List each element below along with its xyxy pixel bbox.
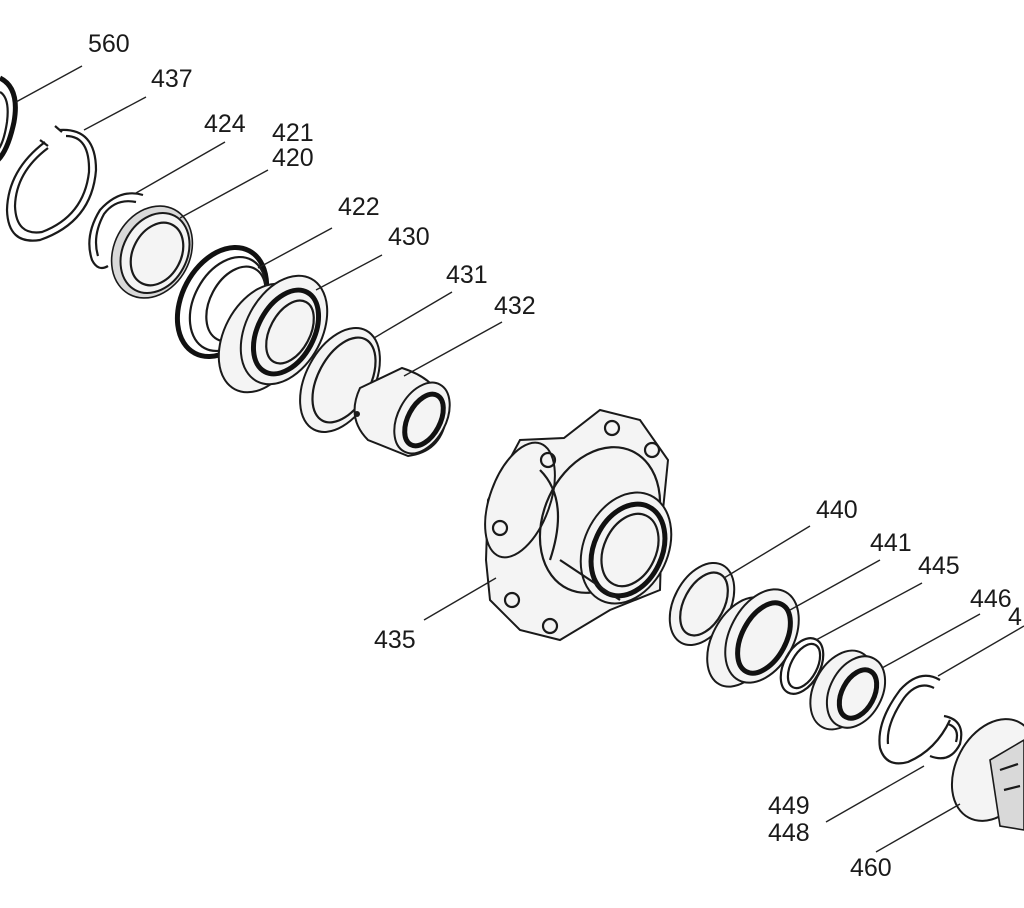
part-424-ring — [88, 192, 144, 270]
callout-430: 430 — [388, 223, 430, 251]
part-420-421-seal — [110, 205, 194, 299]
leader-430 — [315, 254, 383, 291]
part-430-bearing — [217, 274, 329, 394]
callout-440: 440 — [816, 496, 858, 524]
leader-420 — [179, 169, 269, 219]
leader-424 — [135, 141, 226, 194]
leader-431 — [373, 291, 453, 339]
leader-435 — [423, 577, 497, 621]
part-447-snap-ring — [878, 674, 951, 765]
callout-422: 422 — [338, 193, 380, 221]
part-432-spacer — [353, 366, 451, 458]
leader-440 — [723, 525, 811, 579]
leader-460 — [875, 803, 961, 853]
callout-437: 437 — [151, 65, 193, 93]
callout-448: 448 — [768, 819, 810, 847]
leader-437 — [83, 96, 147, 131]
leader-449-448 — [825, 765, 925, 823]
callout-435: 435 — [374, 626, 416, 654]
part-460-cap — [950, 718, 1024, 831]
leader-446 — [881, 613, 981, 669]
callout-420: 420 — [272, 144, 314, 172]
part-437-snap-ring — [5, 125, 98, 242]
leader-560 — [15, 65, 83, 103]
leader-441 — [789, 559, 881, 611]
callout-447: 4 — [1008, 603, 1022, 631]
callout-441: 441 — [870, 529, 912, 557]
leader-447 — [937, 625, 1024, 677]
part-441-bearing — [706, 588, 800, 688]
leader-432 — [403, 321, 503, 377]
callout-560: 560 — [88, 30, 130, 58]
leader-445 — [815, 582, 923, 641]
leader-lines — [15, 65, 1024, 853]
part-435-hub — [484, 408, 673, 642]
callout-labels: 560 437 424 421 420 422 430 431 432 440 … — [88, 30, 1022, 882]
callout-449: 449 — [768, 792, 810, 820]
part-560-seal — [0, 75, 18, 162]
part-446-nut — [809, 649, 887, 731]
callout-421: 421 — [272, 119, 314, 147]
callout-445: 445 — [918, 552, 960, 580]
callout-431: 431 — [446, 261, 488, 289]
callout-424: 424 — [204, 110, 246, 138]
callout-432: 432 — [494, 292, 536, 320]
part-448-449-clip — [929, 714, 963, 760]
callout-446: 446 — [970, 585, 1012, 613]
callout-460: 460 — [850, 854, 892, 882]
leader-422 — [257, 227, 333, 269]
